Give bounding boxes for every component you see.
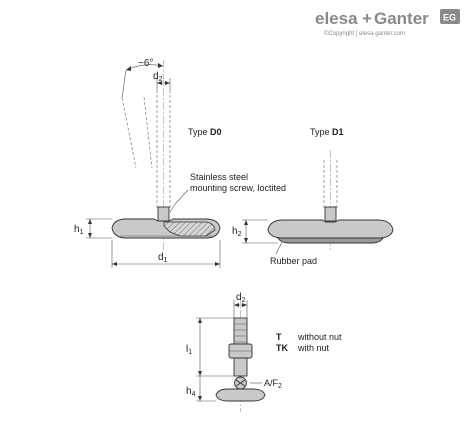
side-view-drawing: d2 l1 h4 A/F2 T without nut TK with nut [186,292,342,412]
side-dim-h4-label: h4 [186,386,196,398]
screw-callout-line1: Stainless steel [190,172,248,182]
brand-name-left: elesa [315,9,358,28]
d1-stem-outline [323,160,338,210]
dim-h2-label: h2 [232,226,242,238]
type-d0-drawing: ~6° d2 h1 d1 Type D0 Stainless steel mou… [74,58,286,268]
d1-base-disk [267,219,394,239]
side-dim-l1-label: l1 [186,344,192,356]
type-d1-title: Type D1 [310,127,344,137]
legend-code-tk: TK [276,343,288,353]
angle-arrow-left [126,66,131,71]
screw-callout-leader [169,189,189,213]
brand-badge: EG [443,13,456,23]
h4-dim-arrow [198,396,202,401]
dim-h1-label: h1 [74,224,84,236]
h2-dim-arrows [244,220,248,243]
brand-name-right: Ganter [374,9,429,28]
h1-dim-arrows [88,219,92,238]
rubber-pad [277,237,384,244]
dim-d2-label: d2 [153,71,163,83]
mounting-screw [157,206,170,222]
legend-text-t: without nut [297,332,342,342]
ball-joint-marks [235,379,246,387]
tilted-stem-outline [121,96,153,169]
rubber-pad-label: Rubber pad [270,256,317,266]
base-section-hatch [163,221,216,237]
brand-logo: elesa + Ganter EG ©Copyright | elesa-gan… [315,9,460,37]
brand-copyright: ©Copyright | elesa-ganter.com [324,30,405,37]
d1-mounting-screw [324,206,337,222]
angle-arrow-right [158,63,163,68]
d2-dim-arrows [157,81,170,85]
type-d0-title: Type D0 [188,127,222,137]
legend-code-t: T [276,332,282,342]
side-base [215,388,266,402]
rubber-pad-leader [275,241,283,255]
thread-lines [234,323,247,343]
stem-outline [156,90,171,210]
legend-text-tk: with nut [297,343,330,353]
side-dim-d2-label: d2 [236,292,246,304]
brand-badge-icon [440,9,460,24]
dim-d1-label: d1 [158,252,168,264]
type-d1-drawing: Type D1 h2 Rubber pad [232,127,394,266]
angle-label: ~6° [138,58,153,69]
side-d2-arrows [234,303,247,307]
angle-ext-line [121,69,127,99]
screw-callout-line2: mounting screw, loctited [190,183,286,193]
brand-plus: + [362,9,372,28]
af-label: A/F2 [264,378,282,390]
